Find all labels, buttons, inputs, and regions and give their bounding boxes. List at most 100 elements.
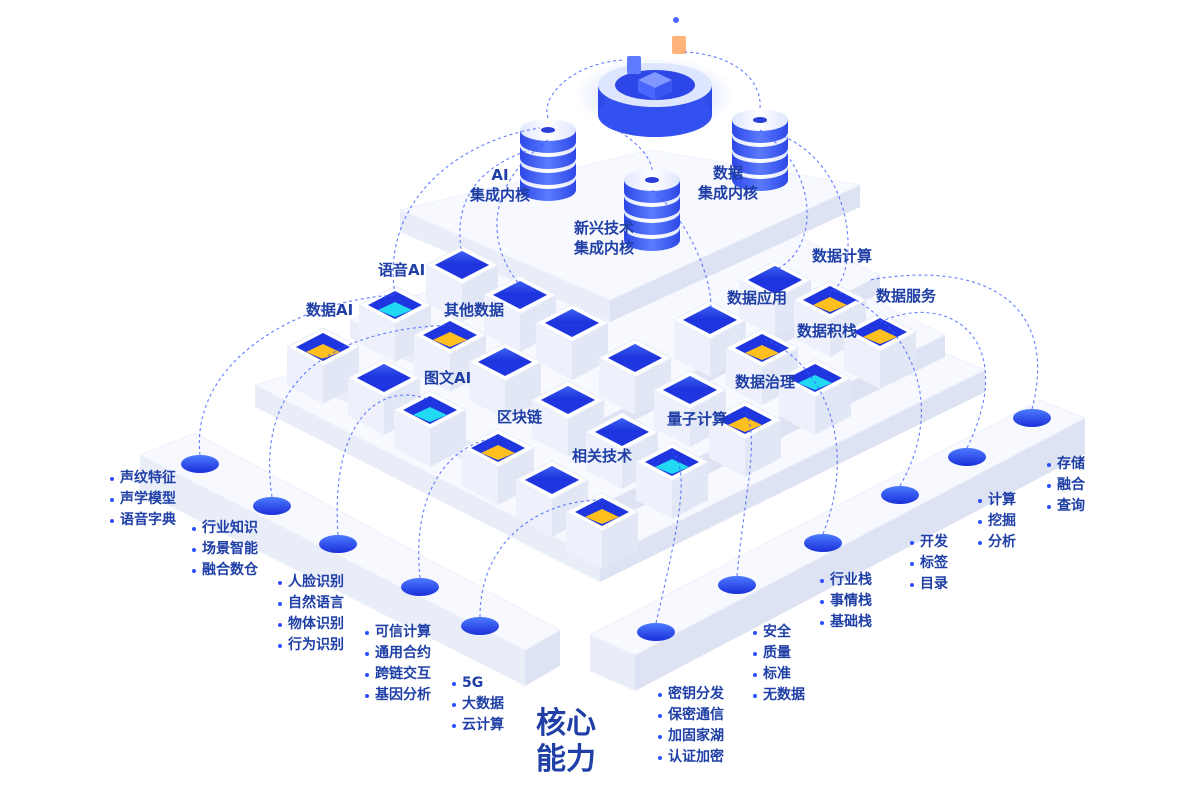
cube-mid-6 <box>672 300 748 377</box>
list-item: 无数据 <box>753 685 805 706</box>
cube-well-shade <box>545 309 599 323</box>
dashed-connections <box>198 51 1038 624</box>
dashed-connector <box>392 127 541 296</box>
cylinder-port <box>541 127 555 133</box>
cube-data-governance <box>707 400 783 477</box>
left-list-3: 人脸识别 自然语言 物体识别 行为识别 <box>278 572 344 656</box>
new-tech-kernel-label-line1: 新兴技术 <box>574 219 635 237</box>
cube-core-yellow <box>863 329 897 344</box>
list-item: 大数据 <box>452 694 504 715</box>
slab-right-face <box>610 185 860 322</box>
cube-speech-ai <box>357 285 433 362</box>
cube-core-yellow <box>306 344 340 359</box>
new-tech-kernel-cylinder <box>624 169 680 251</box>
slab-left-face <box>140 455 525 686</box>
right-list-4: 开发 标签 目录 <box>910 532 948 595</box>
cube-core-cyan <box>655 459 689 474</box>
cube-data-stack <box>777 358 853 435</box>
slab-left-face <box>400 210 610 322</box>
data-kernel-label-line1: 数据 <box>713 164 744 182</box>
blockchain-label: 区块链 <box>497 408 543 426</box>
dashed-connector <box>599 119 653 171</box>
list-item: 密钥分发 <box>658 684 724 705</box>
slab-left-face <box>590 635 635 691</box>
cube-other-top <box>482 275 558 352</box>
new-tech-kernel-label-line2: 集成内核 <box>574 239 635 257</box>
dashed-connector <box>479 499 603 618</box>
other-data-label: 其他数据 <box>444 301 505 319</box>
list-item: 语音字典 <box>110 510 176 531</box>
module-cubes <box>285 245 918 569</box>
list-item: 声学模型 <box>110 489 176 510</box>
list-item: 自然语言 <box>278 593 344 614</box>
data-application-label: 数据应用 <box>727 289 788 307</box>
list-item: 通用合约 <box>365 643 431 664</box>
ai-kernel-label: AI 集成内核 <box>470 165 530 205</box>
platform-hole <box>1013 409 1051 427</box>
dashed-connector <box>759 129 808 271</box>
cube-core-yellow <box>585 509 619 524</box>
core-title-line1: 核心 <box>536 706 596 741</box>
right-list-5: 计算 挖掘 分析 <box>978 490 1016 553</box>
slab-right-face <box>525 630 560 686</box>
central-core <box>575 17 735 137</box>
cylinder-port <box>753 117 767 123</box>
data-service-label: 数据服务 <box>876 287 937 305</box>
cube-core-cyan <box>413 407 447 422</box>
platform-hole <box>401 578 439 596</box>
list-item: 行为识别 <box>278 635 344 656</box>
right-list-3: 行业栈 事情栈 基础栈 <box>820 570 872 633</box>
cube-well-shade <box>595 418 649 432</box>
cube-image-text-ai <box>392 390 468 467</box>
list-item: 场景智能 <box>192 539 258 560</box>
dashed-connector <box>684 51 761 109</box>
platform-hole <box>181 455 219 473</box>
list-item: 查询 <box>1047 496 1085 517</box>
dashed-connector <box>771 131 849 293</box>
list-item: 标准 <box>753 664 805 685</box>
ai-kernel-label-line2: 集成内核 <box>470 186 531 204</box>
cube-well-shade <box>663 376 717 390</box>
dashed-connector <box>459 144 546 256</box>
list-item: 跨链交互 <box>365 664 431 685</box>
left-list-5: 5G 大数据 云计算 <box>452 673 504 736</box>
cube-well-shade <box>435 251 489 265</box>
slab-right-face <box>635 418 1085 691</box>
cube-well-shade <box>608 344 662 358</box>
cube-well-shade <box>525 466 579 480</box>
dashed-connector <box>269 324 451 498</box>
dashed-connector <box>829 289 922 487</box>
core-capability-title: 核心 能力 <box>536 706 596 778</box>
list-item: 安全 <box>753 622 805 643</box>
cube-right-top <box>737 260 813 337</box>
list-item: 云计算 <box>452 715 504 736</box>
list-item: 目录 <box>910 574 948 595</box>
ai-kernel-cylinder <box>520 119 576 201</box>
new-tech-kernel-label: 新兴技术 集成内核 <box>574 218 634 258</box>
list-item: 开发 <box>910 532 948 553</box>
data-kernel-cylinder <box>732 109 788 191</box>
cube-core-yellow <box>728 417 762 432</box>
list-item: 声纹特征 <box>110 468 176 489</box>
image-text-ai-label: 图文AI <box>424 369 472 387</box>
cube-mid-2 <box>346 358 422 435</box>
platform-hole <box>253 497 291 515</box>
cube-well-shade <box>541 386 595 400</box>
speech-ai-label: 语音AI <box>378 261 426 279</box>
left-list-1: 声纹特征 声学模型 语音字典 <box>110 468 176 531</box>
list-item: 基因分析 <box>365 685 431 706</box>
cube-blockchain <box>460 428 536 505</box>
cube-core-yellow <box>813 297 847 312</box>
data-governance-label: 数据治理 <box>735 373 796 391</box>
cube-mid-9 <box>514 460 590 537</box>
cylinder-port <box>645 177 659 183</box>
right-list-1: 密钥分发 保密通信 加固家湖 认证加密 <box>658 684 724 768</box>
platform-hole <box>948 448 986 466</box>
list-item: 行业知识 <box>192 518 258 539</box>
list-item: 存储 <box>1047 454 1085 475</box>
cube-core-cyan <box>378 302 412 317</box>
list-item: 标签 <box>910 553 948 574</box>
cube-quantum <box>634 442 710 519</box>
